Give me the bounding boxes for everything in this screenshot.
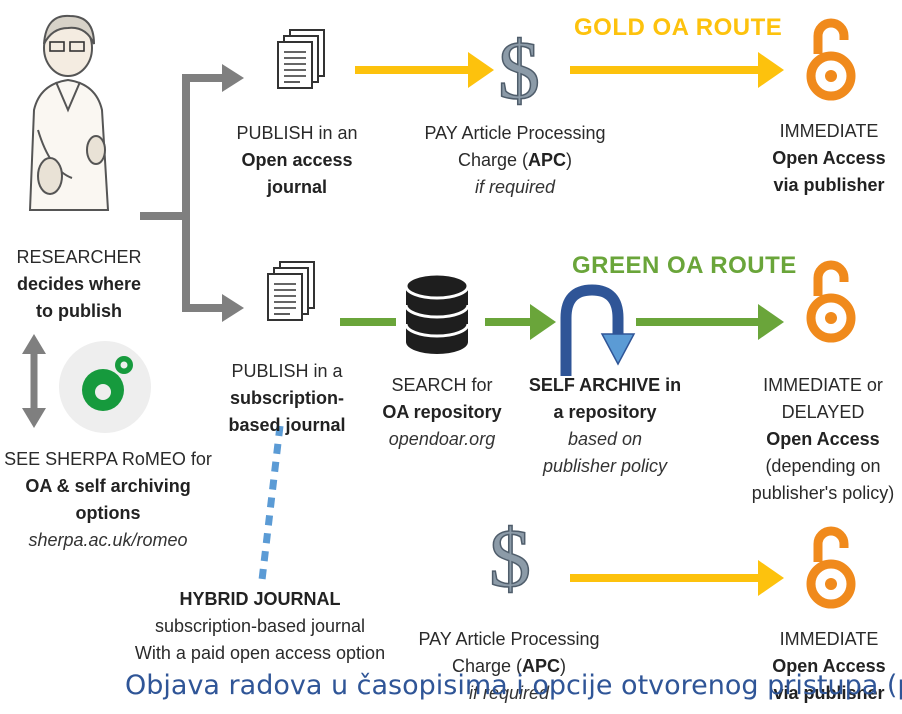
open-access-icon-middle xyxy=(811,265,851,338)
gold-arrows-bottom xyxy=(570,560,784,596)
self-archive-line3: based on xyxy=(567,429,643,449)
immediate-green-text: IMMEDIATE or DELAYED Open Access (depend… xyxy=(744,372,902,507)
researcher-figure xyxy=(28,14,110,211)
publish-oa-line1: PUBLISH in an xyxy=(236,123,358,143)
immediate-bottom-line3: via publisher xyxy=(773,683,885,703)
apc-top-close: ) xyxy=(566,150,573,170)
sherpa-romeo-logo xyxy=(59,341,151,433)
researcher-line1: RESEARCHER xyxy=(16,247,142,267)
green-oa-route-label: GREEN OA ROUTE xyxy=(572,252,797,279)
publish-oa-line2: Open access xyxy=(241,150,353,170)
hybrid-line2: subscription-based journal xyxy=(154,616,366,636)
sherpa-line1: SEE SHERPA RoMEO for xyxy=(4,449,212,469)
apc-bottom-close: ) xyxy=(560,656,567,676)
sherpa-text: SEE SHERPA RoMEO for OA & self archiving… xyxy=(2,446,214,554)
open-access-icon-top xyxy=(811,23,851,96)
search-link: opendoar.org xyxy=(388,429,496,449)
apc-bottom-text: PAY Article Processing Charge (APC) if r… xyxy=(404,626,614,707)
immediate-green-line3: Open Access xyxy=(766,429,880,449)
figure-caption: Objava radova u časopisima i opcije otvo… xyxy=(125,670,902,701)
researcher-line3: to publish xyxy=(36,301,122,321)
immediate-green-line1: IMMEDIATE or xyxy=(763,375,883,395)
publish-sub-text: PUBLISH in a subscription- based journal xyxy=(222,358,352,439)
immediate-green-line2: DELAYED xyxy=(781,402,865,422)
researcher-text: RESEARCHER decides where to publish xyxy=(4,244,154,325)
hybrid-line1: HYBRID JOURNAL xyxy=(179,589,341,609)
self-archive-line4: publisher policy xyxy=(542,456,668,476)
immediate-bottom-line1: IMMEDIATE xyxy=(779,629,879,649)
apc-top-line3: if required xyxy=(474,177,556,197)
apc-bottom-line1: PAY Article Processing xyxy=(418,629,600,649)
apc-top-line2: Charge (APC) xyxy=(410,147,620,174)
search-line2: OA repository xyxy=(382,402,502,422)
green-arrows xyxy=(340,304,784,340)
open-access-icon-bottom xyxy=(811,531,851,604)
immediate-bottom-line2: Open Access xyxy=(772,656,886,676)
search-repository-text: SEARCH for OA repository opendoar.org xyxy=(372,372,512,453)
immediate-top-line3: via publisher xyxy=(773,175,885,195)
immediate-top-line1: IMMEDIATE xyxy=(779,121,879,141)
dollar-icon-bottom: $ xyxy=(489,512,531,605)
researcher-line2: decides where xyxy=(16,274,142,294)
immediate-top-line2: Open Access xyxy=(772,148,886,168)
publish-oa-line3: journal xyxy=(266,177,327,197)
apc-bottom-abbr: APC xyxy=(522,656,561,676)
figure-caption-area: Objava radova u časopisima i opcije otvo… xyxy=(0,660,902,714)
self-archive-line2: a repository xyxy=(553,402,657,422)
apc-top-abbr: APC xyxy=(528,150,567,170)
self-archive-arrow-icon xyxy=(560,284,636,376)
apc-top-line1: PAY Article Processing xyxy=(424,123,606,143)
publish-oa-text: PUBLISH in an Open access journal xyxy=(232,120,362,201)
apc-bottom-line2: Charge (APC) xyxy=(404,653,614,680)
immediate-bottom-text: IMMEDIATE Open Access via publisher xyxy=(754,626,902,707)
journal-doc-icon-top xyxy=(277,29,325,89)
immediate-green-line5: publisher's policy) xyxy=(751,483,895,503)
search-line1: SEARCH for xyxy=(391,375,493,395)
self-archive-line1: SELF ARCHIVE in xyxy=(528,375,682,395)
immediate-top-text: IMMEDIATE Open Access via publisher xyxy=(754,118,902,199)
publish-sub-line3: based journal xyxy=(228,415,346,435)
immediate-green-line4: (depending on xyxy=(765,456,881,476)
sherpa-line2: OA & self archiving xyxy=(25,476,191,496)
gold-oa-route-label: GOLD OA ROUTE xyxy=(574,14,783,41)
apc-bottom-line3: if required xyxy=(468,683,550,703)
publish-sub-line1: PUBLISH in a xyxy=(231,361,343,381)
sherpa-link: sherpa.ac.uk/romeo xyxy=(28,530,188,550)
apc-top-text: PAY Article Processing Charge (APC) if r… xyxy=(410,120,620,201)
apc-bottom-charge: Charge ( xyxy=(451,656,522,676)
journal-doc-icon-middle xyxy=(267,261,315,321)
database-icon xyxy=(404,272,470,354)
hybrid-dotted-connector xyxy=(258,425,284,581)
self-archive-text: SELF ARCHIVE in a repository based on pu… xyxy=(520,372,690,480)
dollar-icon-top: $ xyxy=(498,24,540,117)
apc-top-charge: Charge ( xyxy=(457,150,528,170)
hybrid-journal-text: HYBRID JOURNAL subscription-based journa… xyxy=(120,586,400,667)
publish-sub-line2: subscription- xyxy=(229,388,344,408)
hybrid-line3: With a paid open access option xyxy=(134,643,386,663)
branch-connector xyxy=(140,64,244,322)
gold-arrows-top xyxy=(355,52,784,88)
sherpa-double-arrow xyxy=(22,334,46,428)
sherpa-line3: options xyxy=(75,503,141,523)
